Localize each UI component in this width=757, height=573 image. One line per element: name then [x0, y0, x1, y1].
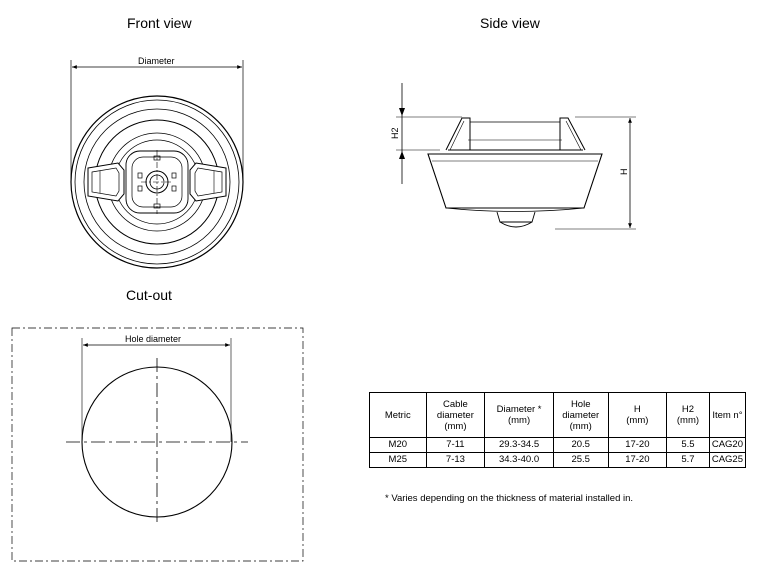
cell-item-no: CAG25 — [708, 452, 747, 468]
side-view-drawing — [396, 83, 636, 230]
cell-h: 17-20 — [607, 452, 668, 468]
cell-h2: 5.7 — [666, 452, 710, 468]
front-view-title: Front view — [127, 15, 192, 31]
cut-out-drawing — [11, 327, 304, 562]
front-view-drawing — [70, 60, 244, 269]
table-row: M20 7-11 29.3-34.5 20.5 17-20 5.5 CAG20 — [369, 437, 747, 453]
cell-h: 17-20 — [607, 437, 668, 453]
footnote: * Varies depending on the thickness of m… — [385, 493, 634, 504]
cell-cable-diameter: 7-13 — [425, 452, 486, 468]
cut-out-title: Cut-out — [126, 287, 172, 303]
hole-diameter-label: Hole diameter — [125, 334, 181, 344]
cell-diameter: 29.3-34.5 — [484, 437, 554, 453]
h2-label: H2 — [390, 127, 400, 139]
cell-hole-diameter: 20.5 — [552, 437, 609, 453]
diameter-label: Diameter — [138, 56, 175, 66]
cell-h2: 5.5 — [666, 437, 710, 453]
table-row: M25 7-13 34.3-40.0 25.5 17-20 5.7 CAG25 — [369, 452, 747, 468]
side-view-title: Side view — [480, 15, 540, 31]
cell-metric: M20 — [369, 437, 427, 453]
cell-hole-diameter: 25.5 — [552, 452, 609, 468]
cell-diameter: 34.3-40.0 — [484, 452, 554, 468]
header-diameter: Diameter *(mm) — [484, 392, 554, 438]
cell-metric: M25 — [369, 452, 427, 468]
cell-cable-diameter: 7-11 — [425, 437, 486, 453]
header-metric: Metric — [369, 392, 427, 438]
cell-item-no: CAG20 — [708, 437, 747, 453]
h-label: H — [619, 169, 629, 176]
header-item-no: Item n° — [708, 392, 747, 438]
header-h2: H2(mm) — [666, 392, 710, 438]
header-h: H(mm) — [607, 392, 668, 438]
